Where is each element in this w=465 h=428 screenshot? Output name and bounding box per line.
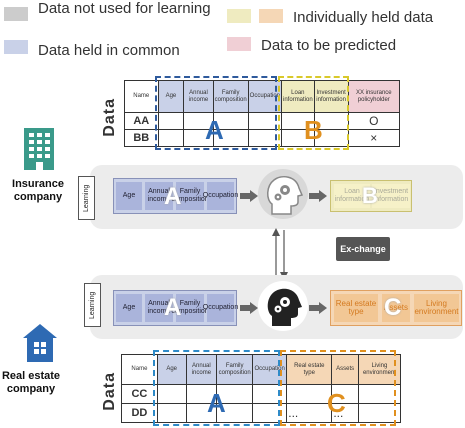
bottom-header-realestate: Real estate type <box>286 354 333 385</box>
arrow-right-icon <box>309 190 327 202</box>
bottom-data-table: Name Age Annual income Family compositio… <box>121 354 402 423</box>
exchange-arrows-icon <box>272 228 288 280</box>
bottom-common-dashed-box <box>153 350 280 426</box>
bottom-big-c: C <box>327 388 346 418</box>
legend-label-common: Data held in common <box>38 42 180 59</box>
bottom-row-dots: ... <box>286 403 333 423</box>
bottom-header-age: Age <box>156 354 187 385</box>
top-header-age: Age <box>157 80 185 113</box>
bottom-row-name: CC <box>121 384 158 404</box>
insurance-input-age: Age <box>116 182 142 210</box>
insurance-overlay-b: B <box>362 183 378 208</box>
insurance-input-occupation: Occupation <box>203 182 238 210</box>
bottom-data-label: Data <box>101 372 118 411</box>
top-data-table: Name Age Annual income Family compositio… <box>124 80 401 147</box>
top-row-name: AA <box>124 112 159 130</box>
arrow-right-icon <box>240 302 258 314</box>
legend-swatch-individual-b <box>259 9 283 23</box>
legend-label-not-used: Data not used for learning <box>38 0 211 17</box>
insurance-company-label: Insurance company <box>12 178 64 203</box>
top-data-label: Data <box>101 98 118 137</box>
bottom-big-a: A <box>207 388 226 418</box>
exchange-label: Ex-change <box>336 237 390 261</box>
legend-swatch-predicted <box>227 37 251 51</box>
realestate-company-label: Real estate company <box>1 370 61 395</box>
realestate-output-type: Real estate type <box>334 294 378 322</box>
legend-label-individual: Individually held data <box>293 9 434 26</box>
ai-head-icon <box>258 168 308 222</box>
top-row-result: O <box>347 112 401 130</box>
top-header-loan: Loan information <box>281 80 315 113</box>
realestate-input-occupation: Occupation <box>203 294 238 322</box>
building-icon <box>24 128 54 170</box>
realestate-overlay-c: C <box>384 294 402 321</box>
realestate-input-age: Age <box>116 294 142 322</box>
top-row-name: BB <box>124 129 159 147</box>
realestate-output-assets: Assets <box>382 294 410 322</box>
realestate-output-living: Living environment <box>414 294 459 322</box>
top-big-a: A <box>205 115 224 145</box>
legend-label-predicted: Data to be predicted <box>261 37 397 54</box>
arrow-right-icon <box>309 302 327 314</box>
bottom-header-income: Annual income <box>185 354 218 385</box>
insurance-input-family: Family composition <box>171 182 209 210</box>
top-header-policyholder: XX insurance policyholder <box>347 80 401 113</box>
legend-swatch-not-used <box>4 7 28 21</box>
ai-head-dark-icon <box>258 280 308 334</box>
top-row-result: × <box>347 129 401 147</box>
arrow-right-icon <box>240 190 258 202</box>
bottom-header-living: Living environment <box>357 354 402 385</box>
top-big-b: B <box>304 115 323 145</box>
realestate-learning-label: Learning <box>84 283 101 327</box>
insurance-output-investment: Investment information <box>372 184 410 208</box>
legend-swatch-common <box>4 40 28 54</box>
insurance-overlay-a: A <box>164 183 182 210</box>
insurance-output-loan: Loan information <box>334 184 370 208</box>
bottom-header-name: Name <box>121 354 158 385</box>
bottom-individual-dashed-box <box>280 350 396 426</box>
top-common-dashed-box <box>155 76 277 150</box>
insurance-learning-label: Learning <box>78 176 95 220</box>
realestate-input-income: Annual income <box>145 294 173 322</box>
top-header-name: Name <box>124 80 159 113</box>
top-header-income: Annual income <box>183 80 214 113</box>
top-header-investment: Investment information <box>313 80 349 113</box>
legend-swatch-individual-a <box>227 9 251 23</box>
bottom-row-name: DD <box>121 403 158 423</box>
insurance-input-income: Annual income <box>145 182 173 210</box>
realestate-input-family: Family composition <box>171 294 209 322</box>
realestate-overlay-a: A <box>164 294 182 321</box>
house-icon <box>23 324 57 362</box>
top-individual-dashed-box <box>278 76 349 150</box>
bottom-header-family: Family composition <box>216 354 254 385</box>
top-header-family: Family composition <box>212 80 249 113</box>
